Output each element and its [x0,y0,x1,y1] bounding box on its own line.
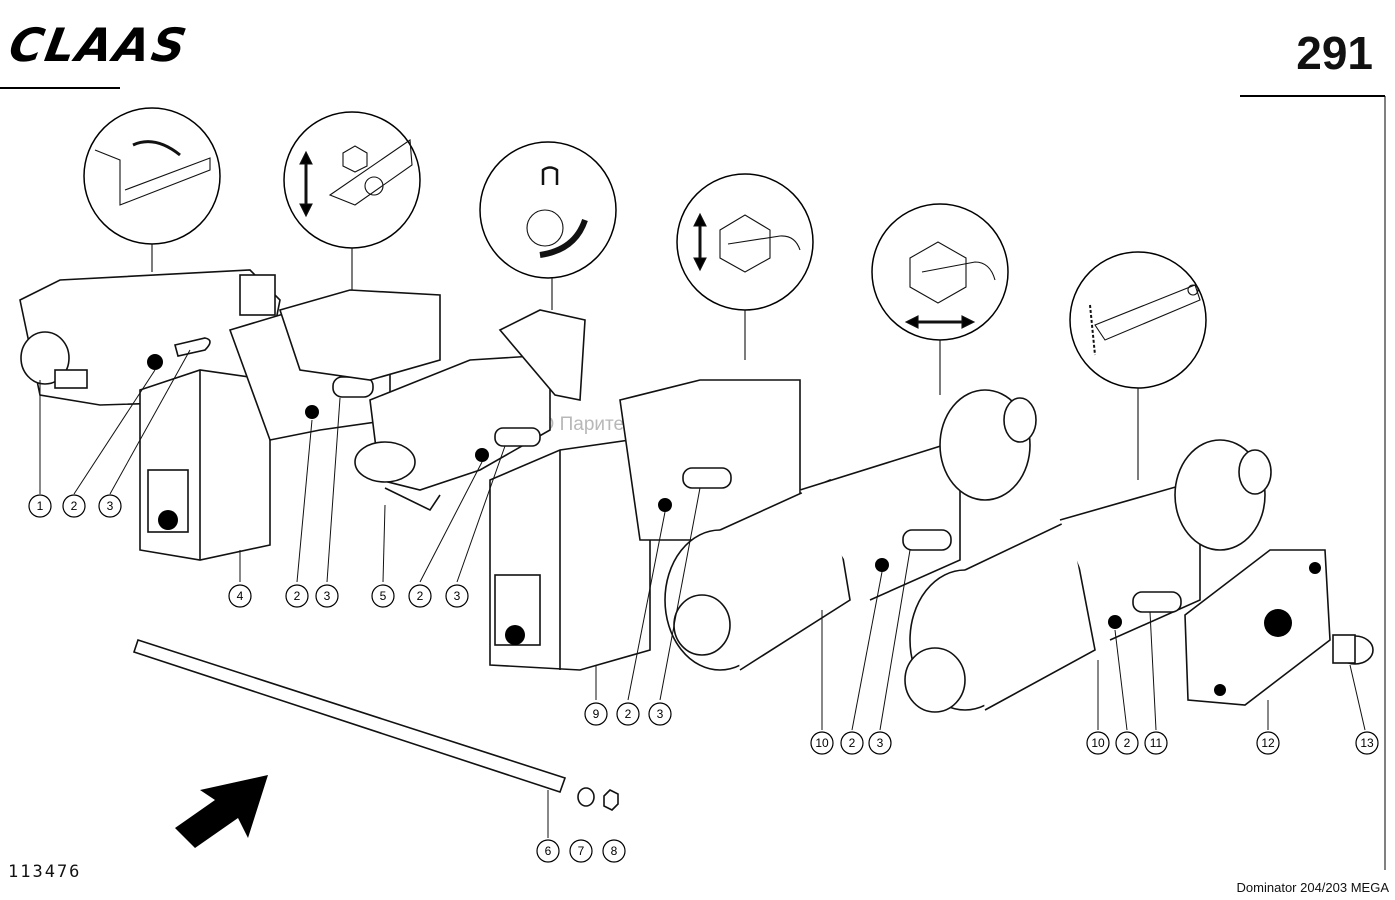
svg-text:8: 8 [611,844,618,858]
callout: 2 [408,584,432,608]
washer-7 [577,787,595,807]
drawing-number: 113476 [8,862,82,882]
function-symbol-3 [479,141,617,310]
callout: 3 [98,494,122,518]
callout: 13 [1355,731,1379,755]
svg-text:11: 11 [1150,736,1163,750]
function-symbol-5 [871,203,1009,395]
callout: 2 [616,702,640,726]
callout: 6 [536,839,560,863]
function-symbol-4 [676,173,814,360]
svg-text:7: 7 [578,844,585,858]
solenoid-valve-10b [904,439,1272,713]
callout: 10 [1086,731,1110,755]
function-symbol-1 [83,107,221,272]
callout: 11 [1144,731,1168,755]
svg-text:13: 13 [1360,736,1374,750]
function-symbol-6 [1069,251,1207,480]
callout: 1 [28,494,52,518]
nut-8 [603,789,619,811]
function-symbol-2 [283,111,421,292]
valve-block-5 [278,289,586,512]
callout: 12 [1256,731,1280,755]
page-number: 291 [1296,27,1373,79]
callout: 2 [285,584,309,608]
valve-block-1 [19,269,281,406]
callout: 7 [569,839,593,863]
end-plate-12 [1184,549,1331,706]
svg-text:2: 2 [417,589,424,603]
svg-text:3: 3 [877,736,884,750]
solenoid-valve-10a [664,389,1037,671]
svg-text:1: 1 [37,499,44,513]
callout: 3 [315,584,339,608]
svg-text:2: 2 [1124,736,1131,750]
callout: 3 [868,731,892,755]
svg-text:3: 3 [454,589,461,603]
callout: 10 [810,731,834,755]
tie-rod-6 [132,638,567,794]
svg-text:12: 12 [1261,736,1275,750]
svg-text:2: 2 [849,736,856,750]
callout: 3 [445,584,469,608]
callout: 3 [648,702,672,726]
callout: 4 [228,584,252,608]
svg-text:2: 2 [625,707,632,721]
svg-text:3: 3 [107,499,114,513]
callout: 9 [584,702,608,726]
callout: 2 [840,731,864,755]
svg-text:10: 10 [1091,736,1105,750]
svg-text:5: 5 [380,589,387,603]
valve-block-9 [489,379,801,671]
direction-arrow-icon [175,775,268,848]
svg-text:2: 2 [71,499,78,513]
svg-text:3: 3 [657,707,664,721]
machine-model: Dominator 204/203 MEGA [1236,880,1389,895]
svg-text:9: 9 [593,707,600,721]
callout: 2 [62,494,86,518]
svg-text:2: 2 [294,589,301,603]
svg-text:3: 3 [324,589,331,603]
callout: 5 [371,584,395,608]
callout: 2 [1115,731,1139,755]
callout: 8 [602,839,626,863]
svg-text:6: 6 [545,844,552,858]
svg-text:4: 4 [237,589,244,603]
plug-13 [1332,634,1374,665]
svg-text:10: 10 [815,736,829,750]
